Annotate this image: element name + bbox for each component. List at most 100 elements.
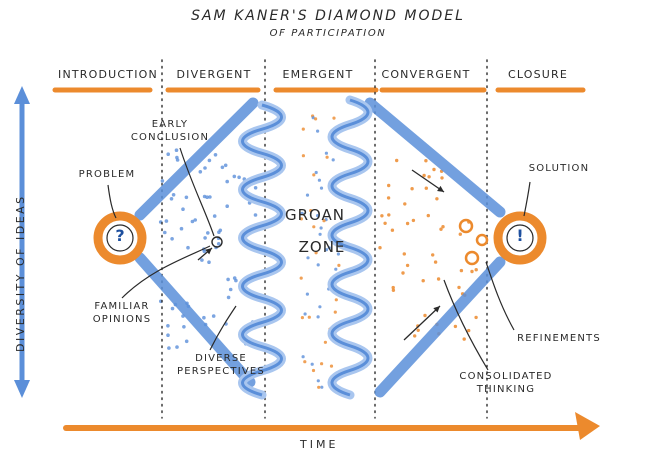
convergence-arrow-upper — [411, 169, 445, 193]
idea-dot — [423, 313, 427, 318]
idea-dot — [332, 116, 336, 120]
idea-dot — [303, 360, 307, 364]
idea-dot — [223, 163, 228, 168]
idea-dot — [203, 166, 207, 170]
idea-dot — [306, 256, 310, 260]
idea-dot — [300, 316, 304, 320]
convergence-arrow-lower — [403, 305, 441, 341]
idea-dot — [327, 246, 331, 250]
y-axis-arrow-bottom — [14, 380, 30, 398]
idea-dot — [474, 268, 478, 272]
idea-dot — [186, 245, 190, 250]
idea-dot — [401, 271, 405, 275]
phase-label-emergent: EMERGENT — [282, 68, 354, 81]
problem-circle — [93, 211, 147, 265]
idea-dot — [318, 305, 322, 309]
idea-dot — [319, 226, 323, 230]
problem-leader — [107, 184, 117, 219]
early-conclusion-arrow-head — [205, 248, 212, 255]
idea-dot — [378, 246, 382, 250]
idea-dot — [300, 211, 304, 215]
idea-dot — [166, 152, 170, 156]
idea-dot — [301, 355, 305, 359]
idea-dot — [303, 312, 307, 316]
idea-dot — [312, 173, 316, 177]
idea-dot — [424, 186, 428, 190]
idea-dot — [334, 298, 338, 302]
idea-dot — [205, 195, 209, 199]
familiar-opinions-label: FAMILIAR OPINIONS — [92, 301, 152, 325]
idea-dot — [310, 362, 314, 366]
convergence-arrow-lower-head — [433, 306, 440, 313]
idea-dot — [202, 315, 206, 320]
idea-dot — [436, 277, 441, 281]
idea-dot — [337, 263, 341, 267]
idea-dot — [462, 337, 466, 341]
idea-dot — [410, 187, 414, 191]
refinement-circle — [458, 218, 474, 234]
idea-dot — [220, 165, 225, 170]
idea-dot — [424, 159, 428, 163]
idea-dot — [166, 324, 170, 328]
early-conclusion-dot — [211, 236, 223, 248]
diagram-title: SAM KANER'S DIAMOND MODEL — [191, 8, 465, 24]
idea-dot — [322, 219, 326, 223]
x-axis-arrow-head — [575, 412, 600, 440]
idea-dot — [166, 333, 170, 338]
idea-dot — [405, 263, 410, 268]
idea-dots — [158, 114, 478, 389]
idea-dot — [439, 227, 443, 231]
idea-dot — [228, 287, 233, 292]
idea-dot — [421, 279, 425, 283]
idea-dot — [318, 232, 322, 236]
idea-dot — [391, 288, 396, 292]
idea-dot — [311, 368, 316, 373]
idea-dot — [218, 228, 223, 233]
idea-dot — [232, 276, 237, 280]
phase-label-closure: CLOSURE — [507, 68, 569, 81]
idea-dot — [317, 178, 321, 182]
phase-label-introduction: INTRODUCTION — [58, 68, 158, 81]
diagram-subtitle: OF PARTICIPATION — [269, 28, 387, 39]
solution-exclamation-mark: ! — [516, 226, 524, 245]
idea-dot — [207, 260, 211, 265]
idea-dot — [225, 204, 229, 208]
idea-dot — [316, 263, 320, 267]
zone-label: ZONE — [298, 238, 346, 256]
groan-zone-coil-left-edge — [241, 103, 283, 397]
idea-dot — [299, 217, 303, 221]
refinements-label: REFINEMENTS — [517, 333, 601, 344]
solution-circle — [493, 211, 547, 265]
idea-dot — [312, 225, 316, 229]
diverse-perspectives-leader — [209, 305, 237, 351]
idea-dot — [422, 173, 426, 178]
idea-dot — [316, 379, 320, 383]
idea-dot — [402, 252, 406, 256]
idea-dot — [301, 127, 305, 131]
idea-dot — [200, 258, 204, 262]
idea-dot — [383, 221, 387, 225]
idea-dot — [237, 175, 241, 180]
idea-dot — [208, 195, 212, 199]
idea-dot — [184, 339, 189, 344]
idea-dot — [319, 186, 324, 190]
idea-dot — [474, 315, 478, 320]
idea-dot — [203, 236, 207, 240]
idea-dot — [305, 193, 310, 197]
idea-dot — [470, 269, 474, 274]
idea-dot — [169, 197, 174, 201]
idea-dot — [198, 170, 203, 174]
idea-dot — [164, 219, 169, 223]
idea-dot — [440, 176, 444, 180]
early-conclusion-label: EARLY CONCLUSION — [130, 119, 210, 143]
idea-dot — [212, 214, 217, 218]
convergence-arrow-upper-head — [437, 185, 444, 192]
idea-dot — [170, 237, 174, 241]
idea-dot — [390, 228, 395, 232]
idea-dot — [453, 324, 458, 329]
idea-dot — [320, 362, 324, 366]
diamond-edge-lower-left — [134, 252, 256, 388]
familiar-opinions-leader — [121, 245, 211, 299]
